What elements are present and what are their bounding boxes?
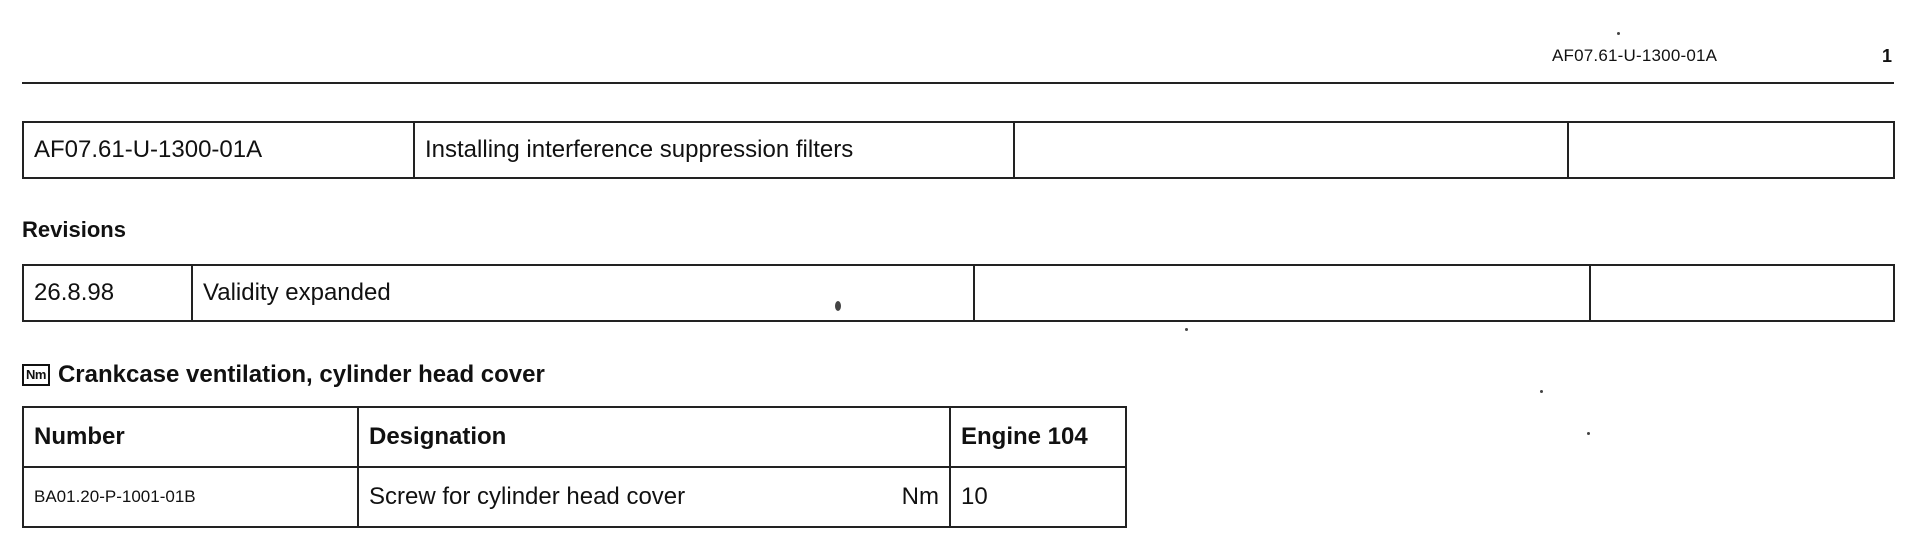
scan-speck	[1185, 328, 1188, 331]
title-row: AF07.61-U-1300-01A Installing interferen…	[22, 121, 1895, 179]
revision-date: 26.8.98	[22, 264, 193, 322]
section-heading: Nm Crankcase ventilation, cylinder head …	[22, 360, 545, 390]
torque-table: Number Designation Engine 104 BA01.20-P-…	[22, 406, 1127, 528]
page-header-doc-number: AF07.61-U-1300-01A	[1552, 46, 1718, 65]
title-empty-cell-4	[1567, 121, 1895, 179]
header-rule	[22, 82, 1894, 84]
section-heading-text: Crankcase ventilation, cylinder head cov…	[57, 361, 545, 388]
title-table: AF07.61-U-1300-01A Installing interferen…	[22, 121, 1895, 179]
revisions-table: 26.8.98 Validity expanded	[22, 264, 1895, 322]
column-header-engine: Engine 104	[949, 406, 1127, 468]
scan-speck	[1617, 32, 1620, 35]
title-doc-number: AF07.61-U-1300-01A	[22, 121, 415, 179]
torque-row-unit: Nm	[901, 483, 939, 510]
revision-description: Validity expanded	[191, 264, 975, 322]
table-row: BA01.20-P-1001-01B Screw for cylinder he…	[22, 466, 1127, 528]
page-number: 1	[1882, 46, 1893, 66]
torque-row-value: 10	[949, 466, 1127, 528]
torque-nm-icon: Nm	[22, 364, 50, 386]
revision-empty-cell-3	[973, 264, 1591, 322]
torque-table-header-row: Number Designation Engine 104	[22, 406, 1127, 468]
torque-row-designation-cell: Screw for cylinder head cover Nm	[357, 466, 951, 528]
revision-row: 26.8.98 Validity expanded	[22, 264, 1895, 322]
revisions-label: Revisions	[22, 217, 126, 242]
scan-speck	[1540, 390, 1543, 393]
column-header-designation: Designation	[357, 406, 951, 468]
title-text: Installing interference suppression filt…	[413, 121, 1015, 179]
column-header-number: Number	[22, 406, 359, 468]
revision-empty-cell-4	[1589, 264, 1895, 322]
title-empty-cell-3	[1013, 121, 1569, 179]
scan-speck	[1587, 432, 1590, 435]
torque-row-number: BA01.20-P-1001-01B	[22, 466, 359, 528]
scan-speck	[835, 301, 841, 311]
torque-row-designation: Screw for cylinder head cover	[369, 483, 686, 510]
